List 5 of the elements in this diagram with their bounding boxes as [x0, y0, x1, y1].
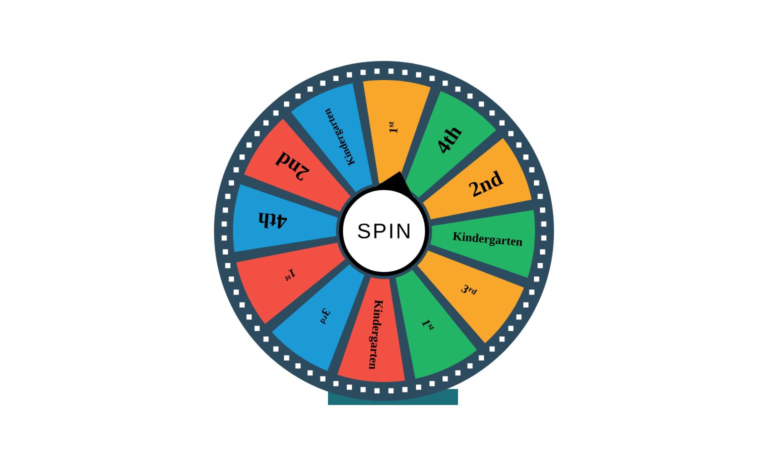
wheel-segment: Kindergarten — [337, 277, 405, 382]
wheel-segment: 4th — [233, 184, 338, 252]
wheel-segment: 1$^{st}$ — [363, 80, 431, 185]
wheel-segment: Kindergarten — [430, 210, 535, 278]
spin-button: SPIN — [339, 186, 429, 276]
